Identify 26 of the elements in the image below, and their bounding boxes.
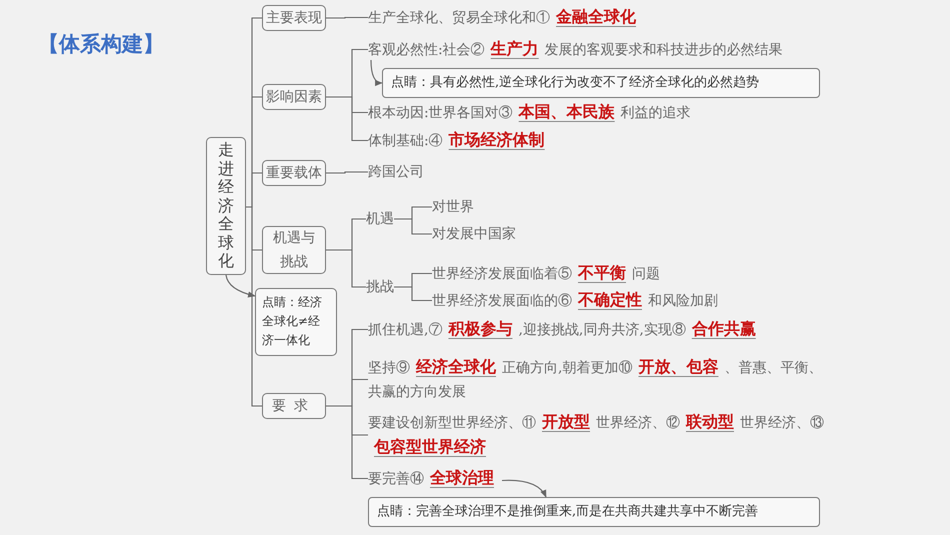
- arrow: [370, 60, 383, 86]
- note-box: 点睛：完善全球治理不是推倒重来,而是在共商共建共享中不断完善: [368, 497, 820, 527]
- arrow: [225, 274, 256, 298]
- connector-line: [394, 218, 432, 235]
- connector-line: [326, 96, 368, 142]
- category-box: 主要表现: [262, 5, 326, 31]
- connector-line: [326, 171, 368, 174]
- topic-box: 走进经济全球化: [206, 137, 246, 275]
- category-box: 重要载体: [262, 160, 326, 186]
- connector-line: [394, 286, 432, 302]
- note-box: 点睛：具有必然性,逆全球化行为改变不了经济全球化的必然趋势: [382, 68, 820, 98]
- heading: 【体系构建】: [38, 31, 164, 58]
- connector-line: [246, 206, 262, 407]
- branch-text: 挑战: [366, 275, 394, 299]
- connector-line: [326, 405, 368, 480]
- note-box: 点睛：经济全球化≠经济一体化: [255, 288, 337, 356]
- branch-text: 机遇: [366, 207, 394, 231]
- category-box: 要求: [262, 393, 326, 419]
- branch-text: 对世界: [432, 195, 474, 219]
- category-box: 影响因素: [262, 84, 326, 110]
- branch-text: 对发展中国家: [432, 222, 516, 246]
- connector-line: [326, 249, 366, 288]
- connector-line: [326, 16, 368, 19]
- arrow: [502, 480, 546, 498]
- category-box: 机遇与挑战: [262, 226, 326, 274]
- branch-text: 跨国公司: [368, 160, 424, 184]
